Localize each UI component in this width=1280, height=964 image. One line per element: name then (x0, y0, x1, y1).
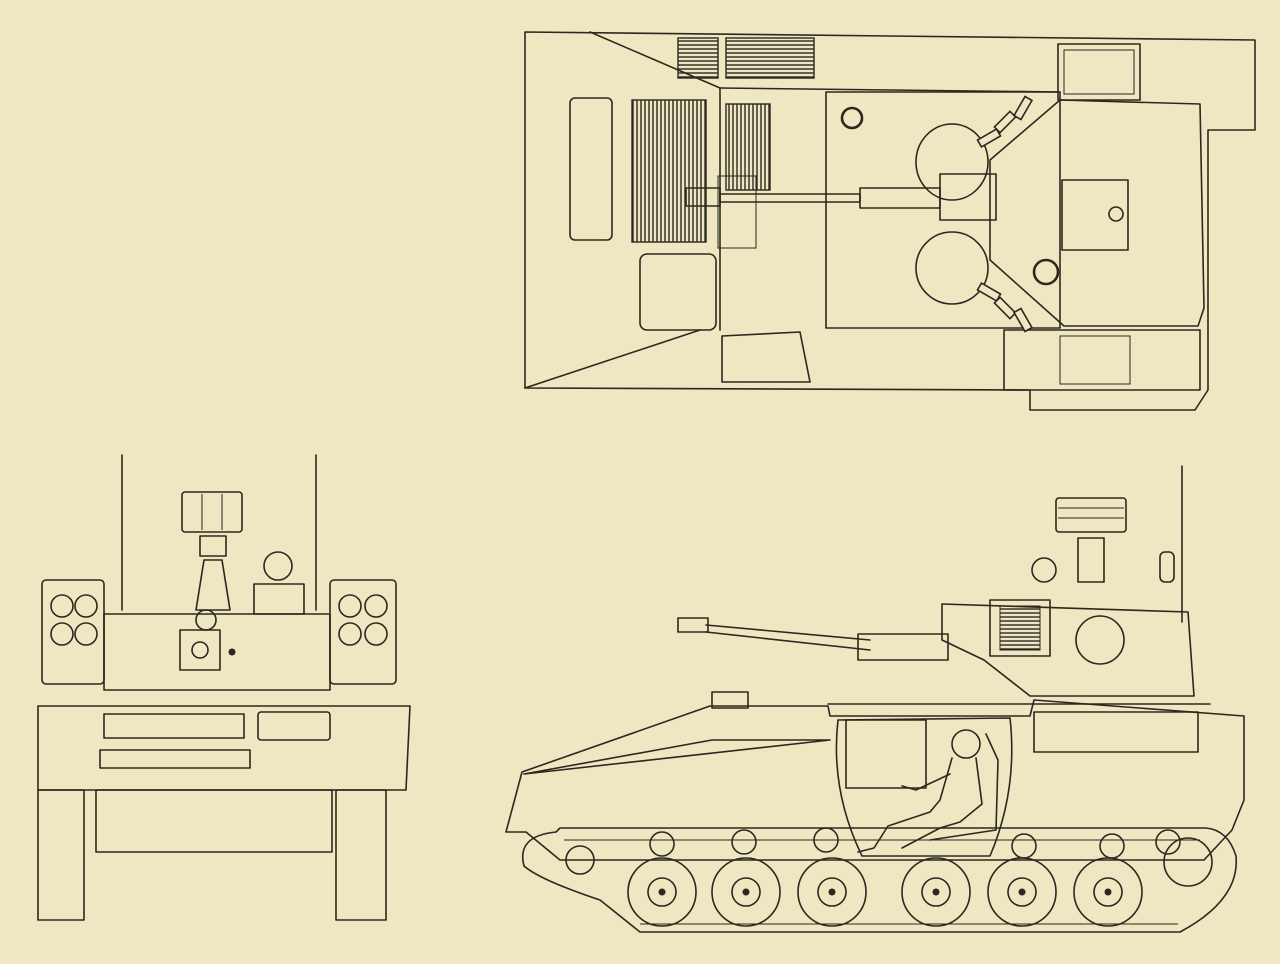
front-launcher-right-tubes (338, 594, 388, 646)
side-muzzle (677, 617, 709, 633)
front-hull-lower (95, 789, 333, 853)
side-radar-mast (1077, 537, 1105, 583)
side-barrel-top (705, 624, 871, 641)
front-gun-mantlet (179, 629, 221, 671)
plan-grille-3 (631, 99, 707, 243)
front-radar-mast (195, 559, 231, 611)
plan-launcher-bottom-inner (1059, 335, 1131, 385)
plan-sensor (1108, 206, 1124, 222)
plan-sight-left (915, 123, 989, 201)
front-marker (228, 648, 236, 656)
plan-panel (717, 175, 757, 249)
side-idler (565, 845, 595, 875)
plan-smoke-dischargers-top (976, 95, 1034, 149)
plan-sight-right (915, 231, 989, 305)
front-radar-antenna (181, 491, 243, 533)
front-radar-pedestal (199, 535, 227, 557)
side-hull-outline (505, 699, 1245, 861)
plan-periscope-2 (1032, 258, 1060, 286)
front-hull-plate-2 (99, 749, 251, 769)
side-periscope (711, 691, 749, 709)
plan-hatch-square (639, 253, 717, 331)
side-rear-box (1033, 711, 1199, 753)
side-sensor-pod (1159, 551, 1175, 583)
plan-grille-1 (677, 37, 719, 79)
side-turret-body (941, 603, 1195, 697)
side-view (505, 465, 1245, 933)
front-headlight-box (257, 711, 331, 741)
plan-glacis-line-bottom (524, 329, 701, 389)
front-beacon (263, 551, 293, 581)
front-view (37, 454, 411, 921)
side-glacis-line (523, 739, 831, 775)
plan-periscope-1 (840, 106, 864, 130)
plan-mantlet (939, 173, 997, 221)
side-return-rollers (649, 827, 1181, 859)
plan-hatch-left (569, 97, 613, 241)
plan-smoke-dischargers-bottom (976, 281, 1034, 333)
front-turret (103, 613, 331, 691)
side-gun-breech (857, 633, 949, 661)
side-launcher-tubes (999, 605, 1041, 651)
plan-turret-base (825, 91, 1061, 329)
front-launcher-left-tubes (50, 594, 98, 646)
side-radar-antenna (1055, 497, 1127, 533)
front-hull-upper (37, 705, 411, 791)
plan-launcher-top-inner (1063, 49, 1135, 95)
front-gun-muzzle (191, 641, 209, 659)
plan-launcher-bottom (1003, 329, 1201, 391)
front-hull-plate-1 (103, 713, 245, 739)
plan-turret-body (989, 99, 1205, 327)
plan-barrel (719, 193, 861, 203)
front-beacon-base (253, 583, 305, 615)
plan-driver-hatch (721, 331, 811, 383)
side-drive-sprocket (1163, 837, 1213, 887)
plan-launcher-top (1057, 43, 1141, 101)
plan-radar-mount (1061, 179, 1129, 251)
side-beacon (1031, 557, 1057, 583)
side-side-box (845, 719, 927, 789)
front-track-left (37, 789, 85, 921)
plan-hull-outline (524, 31, 1256, 411)
plan-grille-4 (725, 103, 771, 191)
side-launcher-pack (989, 599, 1051, 657)
plan-view (524, 31, 1256, 411)
side-crew-cutaway (835, 717, 1013, 857)
front-track-right (335, 789, 387, 921)
side-road-wheels (627, 857, 1143, 927)
side-barrel-bottom (705, 631, 871, 651)
side-track (521, 827, 1237, 933)
front-sight (195, 609, 217, 631)
plan-grille-2 (725, 37, 815, 79)
side-crewman (857, 729, 999, 853)
side-turret-drum (1075, 615, 1125, 665)
